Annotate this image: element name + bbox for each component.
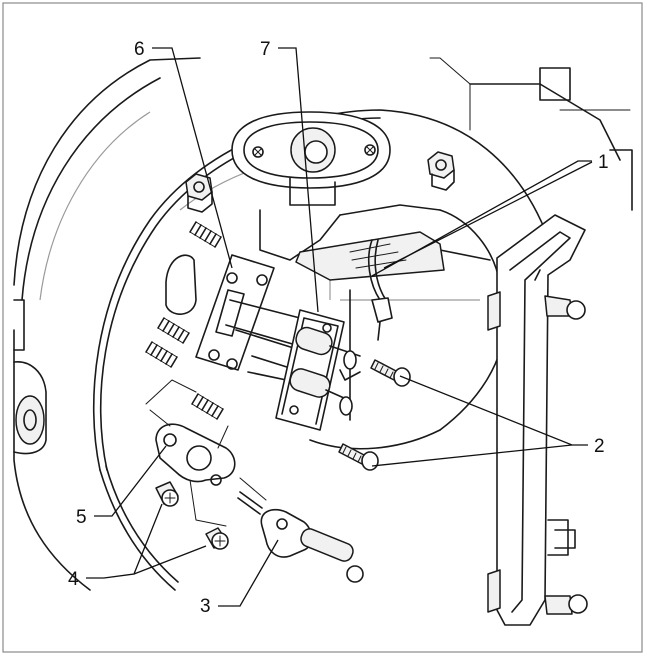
callout-7: 7 xyxy=(260,39,271,60)
burner-housing xyxy=(13,57,633,591)
callout-6: 6 xyxy=(134,39,145,60)
callout-3: 3 xyxy=(200,596,211,617)
callout-1: 1 xyxy=(598,152,609,173)
mounting-bracket xyxy=(487,214,588,626)
callout-4: 4 xyxy=(68,569,79,590)
sight-glass-assembly xyxy=(231,111,391,206)
flange-gasket xyxy=(145,379,267,527)
ignition-cable xyxy=(295,231,445,341)
flame-sensor xyxy=(237,491,364,583)
plate-slot xyxy=(165,254,197,315)
leader-lines xyxy=(86,47,593,607)
screws-left xyxy=(155,481,229,550)
gasket xyxy=(195,254,275,371)
hex-nut-top-left xyxy=(185,173,213,213)
callout-2: 2 xyxy=(594,436,605,457)
electrode-assembly xyxy=(225,299,361,431)
callout-5: 5 xyxy=(76,507,87,528)
callout-labels: 1 2 3 4 5 6 7 xyxy=(68,39,609,617)
hex-nut-top-right xyxy=(427,151,455,191)
